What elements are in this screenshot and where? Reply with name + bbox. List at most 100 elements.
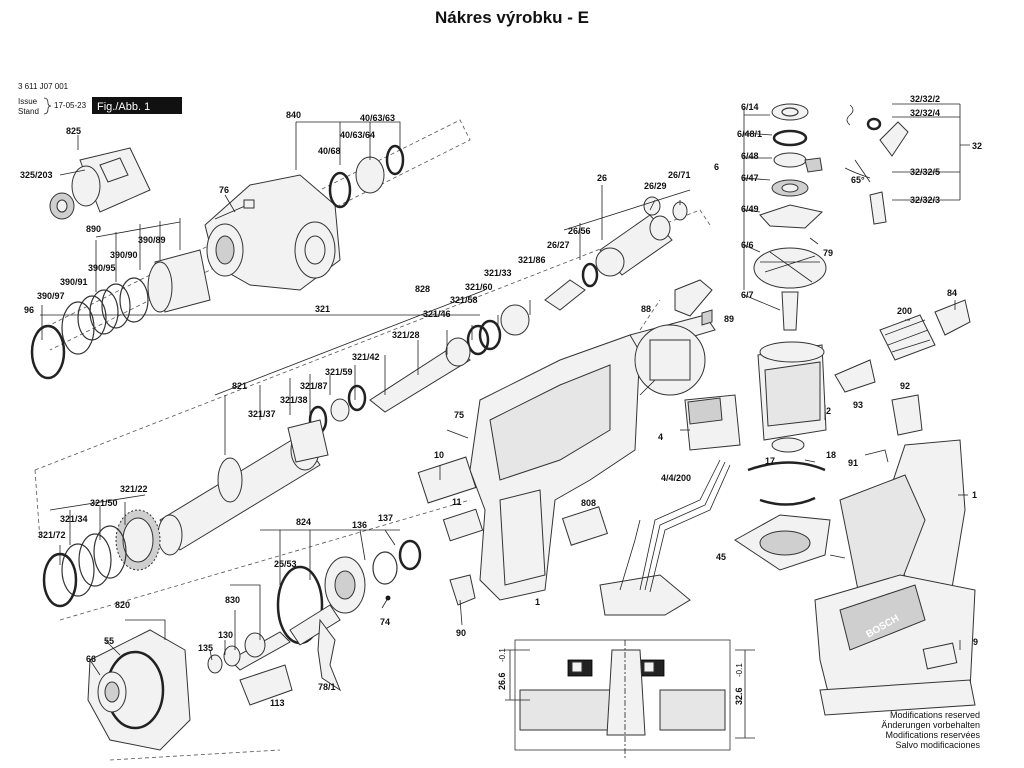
page-title: Nákres výrobku - E [434, 8, 589, 27]
callout-808: 808 [581, 498, 596, 508]
callout-32-32-3: 32/32/3 [910, 195, 940, 205]
impact-mechanism [308, 304, 530, 435]
callout-96: 96 [24, 305, 34, 315]
note-en: Modifications reserved [889, 710, 980, 720]
callout-321-60: 321/60 [465, 282, 493, 292]
callout-40-63-64: 40/63/64 [340, 130, 375, 140]
callout-200: 200 [897, 306, 912, 316]
callout-93: 93 [853, 400, 863, 410]
callout-6-48-1: 6/48/1 [737, 129, 762, 139]
callout-79: 79 [823, 248, 833, 258]
callout-6-14: 6/14 [741, 102, 759, 112]
callout-130: 130 [218, 630, 233, 640]
callout-321: 321 [315, 304, 330, 314]
main-housing [469, 314, 716, 601]
callout-1-handle: 1 [972, 490, 977, 500]
figure-label-box [92, 97, 182, 114]
callout-40-63-63: 40/63/63 [360, 113, 395, 123]
callout-135: 135 [198, 643, 213, 653]
callout-820: 820 [115, 600, 130, 610]
callout-40-68: 40/68 [318, 146, 341, 156]
callout-828: 828 [415, 284, 430, 294]
callout-321-59: 321/59 [325, 367, 353, 377]
callout-89: 89 [724, 314, 734, 324]
callout-6-48: 6/48 [741, 151, 759, 161]
part-number: 3 611 J07 001 [18, 82, 69, 91]
gear-and-rings [42, 509, 161, 608]
dimension-26-6-tolerance: -0.1 [498, 648, 507, 662]
callout-4: 4 [658, 432, 663, 442]
drawing-header: 3 611 J07 001 Issue Stand 17-05-23 Fig./… [18, 82, 182, 116]
callout-55: 55 [104, 636, 114, 646]
callout-66: 66 [86, 654, 96, 664]
note-fr: Modifications reservées [885, 730, 980, 740]
callout-390-89: 390/89 [138, 235, 166, 245]
callout-17: 17 [765, 456, 775, 466]
note-es: Salvo modificaciones [895, 740, 980, 750]
callout-390-95: 390/95 [88, 263, 116, 273]
piston-assembly [544, 196, 688, 311]
callout-91: 91 [848, 458, 858, 468]
dimension-32-6: 32.6 [734, 687, 744, 705]
figure-label: Fig./Abb. 1 [97, 101, 150, 113]
callout-25-53: 25/53 [274, 559, 297, 569]
callout-321-34: 321/34 [60, 514, 88, 524]
callout-6: 6 [714, 162, 719, 172]
hammer-tube [157, 419, 329, 556]
callout-88: 88 [641, 304, 651, 314]
callout-6-47: 6/47 [741, 173, 759, 183]
drive-shaft [207, 631, 293, 706]
callout-26-29: 26/29 [644, 181, 667, 191]
callout-137: 137 [378, 513, 393, 523]
clutch-assembly [276, 539, 422, 692]
dimension-26-6: 26.6 [497, 672, 507, 690]
callout-321-37: 321/37 [248, 409, 276, 419]
callout-321-72: 321/72 [38, 530, 66, 540]
callout-321-33: 321/33 [484, 268, 512, 278]
callout-390-97: 390/97 [37, 291, 65, 301]
callout-321-87: 321/87 [300, 381, 328, 391]
callout-321-50: 321/50 [90, 498, 118, 508]
modifications-notice: Modifications reserved Änderungen vorbeh… [881, 710, 980, 750]
callout-26-56: 26/56 [568, 226, 591, 236]
callout-325-203: 325/203 [20, 170, 53, 180]
callout-26: 26 [597, 173, 607, 183]
callout-78-1: 78/1 [318, 682, 336, 692]
callout-18: 18 [826, 450, 836, 460]
callout-321-58: 321/58 [450, 295, 478, 305]
callout-321-86: 321/86 [518, 255, 546, 265]
callout-9: 9 [973, 637, 978, 647]
callout-75: 75 [454, 410, 464, 420]
callout-10: 10 [434, 450, 444, 460]
callout-113: 113 [270, 698, 285, 708]
callout-390-90: 390/90 [110, 250, 138, 260]
dimension-32-6-tolerance: -0.1 [735, 663, 744, 677]
callout-2: 2 [826, 406, 831, 416]
callout-11: 11 [452, 497, 462, 507]
callout-84: 84 [947, 288, 957, 298]
callout-32-32-2: 32/32/2 [910, 94, 940, 104]
callout-321-22: 321/22 [120, 484, 148, 494]
handle-housing: BOSCH [814, 439, 976, 716]
small-parts [417, 279, 713, 606]
issue-date: 17-05-23 [54, 101, 87, 110]
callout-321-38: 321/38 [280, 395, 308, 405]
callout-74: 74 [380, 617, 390, 627]
callout-32: 32 [972, 141, 982, 151]
callout-321-28: 321/28 [392, 330, 420, 340]
callout-840: 840 [286, 110, 301, 120]
callout-32-32-5: 32/32/5 [910, 167, 940, 177]
note-de: Änderungen vorbehalten [881, 720, 980, 730]
callout-825: 825 [66, 126, 81, 136]
section-detail [505, 639, 755, 760]
callout-821: 821 [232, 381, 247, 391]
callout-32-32-4: 32/32/4 [910, 108, 940, 118]
callout-65-degree: 65° [851, 175, 865, 185]
callout-890: 890 [86, 224, 101, 234]
motor-assembly [734, 103, 831, 571]
callout-4-4-200: 4/4/200 [661, 473, 691, 483]
leader-lines [40, 103, 970, 676]
callout-92: 92 [900, 381, 910, 391]
spring-assembly [30, 249, 211, 380]
